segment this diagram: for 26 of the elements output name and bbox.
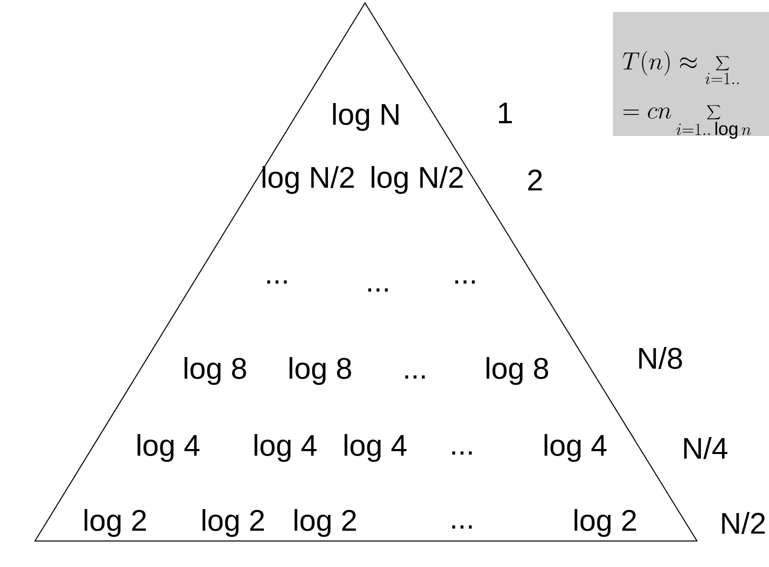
tree-label: log 4 [344,434,406,462]
tree-label: log 2 [202,509,264,537]
tree-label: log 8 [486,357,548,385]
tree-label: log 2 [574,509,636,537]
formula-panel: $T(n) \approx \sum_{i=1..}$ $= cn \sum_{i=1..\log n}$ [613,12,769,139]
tree-label: log N/2 [262,166,354,194]
tree-label: ... [368,288,388,292]
tree-label: log N [333,103,398,131]
tree-label: N/2 [722,512,765,534]
tree-label: ... [452,525,472,529]
tree-label: log 4 [544,434,606,462]
tree-label: log 2 [294,509,356,537]
tree-label: N/8 [639,347,682,369]
tree-label: log 8 [184,357,246,385]
tree-label: log N/2 [372,166,463,194]
tree-label: log 2 [84,509,146,537]
tree-label: log 4 [138,434,200,462]
tree-label: N/4 [684,437,728,459]
tree-label: ... [452,451,472,455]
tree-label: 1 [498,102,512,124]
tree-label: ... [267,280,287,284]
tree-label: log 4 [254,434,316,462]
tree-label: ... [455,280,475,284]
tree-label: 2 [528,170,542,190]
tree-label: log 8 [290,357,352,385]
tree-label: ... [405,375,425,379]
